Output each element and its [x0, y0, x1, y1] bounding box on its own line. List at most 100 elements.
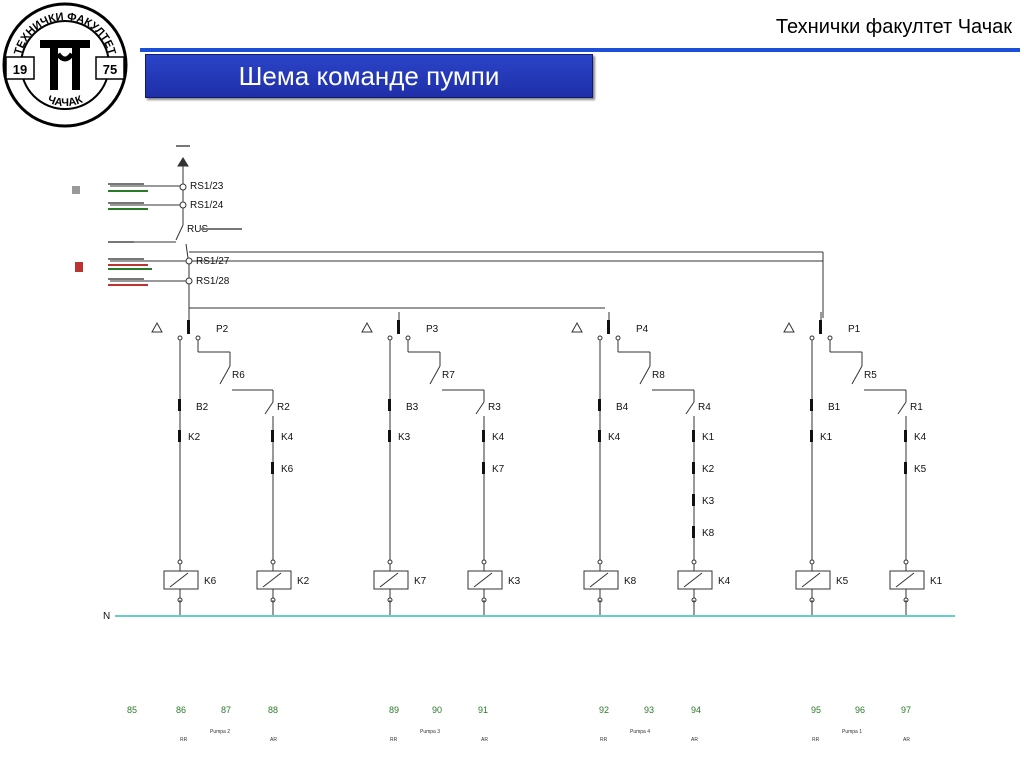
coil	[467, 570, 503, 590]
right-relay-label: R1	[910, 402, 923, 413]
contact-label: K2	[702, 464, 715, 475]
terminal-rs1-23: RS1/23	[190, 181, 224, 192]
relay-contact	[819, 320, 822, 334]
row-number: 88	[268, 705, 278, 715]
aux-label: B1	[828, 402, 841, 413]
contact-label: K2	[188, 432, 201, 443]
changeover-contact	[851, 365, 863, 385]
aux-label: B4	[616, 402, 629, 413]
coil-label: K5	[836, 576, 849, 587]
contact	[271, 462, 274, 474]
relay-contact	[187, 320, 190, 334]
changeover-label: R8	[652, 370, 665, 381]
contact-label: K6	[281, 464, 294, 475]
contact	[692, 430, 695, 442]
coil	[677, 570, 713, 590]
relay-label: P4	[636, 324, 649, 335]
row-number: 86	[176, 705, 186, 715]
coil-label: K8	[624, 576, 637, 587]
contact	[810, 430, 813, 442]
right-relay-label: R2	[277, 402, 290, 413]
coil	[163, 570, 199, 590]
contact	[598, 430, 601, 442]
logo-year-right: 75	[103, 62, 117, 77]
coil-mark	[262, 572, 282, 588]
contact-label: K7	[492, 464, 505, 475]
aux-label: B3	[406, 402, 419, 413]
changeover-label: R5	[864, 370, 877, 381]
coil-mark	[589, 572, 609, 588]
terminal-dot	[195, 335, 201, 341]
terminal-rus: RUS	[187, 224, 208, 235]
aux-contact	[178, 399, 181, 411]
changeover-label: R6	[232, 370, 245, 381]
terminal-dot	[597, 559, 603, 565]
row-number: 95	[811, 705, 821, 715]
mode-right-label: AR	[691, 737, 698, 743]
row-number: 87	[221, 705, 231, 715]
slide-title: Шема команде пумпи	[238, 61, 500, 91]
aux-contact	[810, 399, 813, 411]
terminal-dot	[387, 335, 393, 341]
coil-mark	[895, 572, 915, 588]
contact	[692, 462, 695, 474]
mode-left-label: RR	[812, 737, 820, 743]
logo-ring-bottom: ЧАЧАК	[46, 94, 85, 110]
coil-mark	[169, 572, 189, 588]
changeover-contact	[429, 365, 441, 385]
row-number: 91	[478, 705, 488, 715]
terminal-dot	[903, 559, 909, 565]
right-relay-label: R4	[698, 402, 711, 413]
contact	[388, 430, 391, 442]
coil-mark	[683, 572, 703, 588]
warning-icon	[361, 321, 373, 333]
coil-label: K4	[718, 576, 731, 587]
contact-label: K4	[914, 432, 927, 443]
small-annotations	[72, 145, 242, 286]
relay-label: P1	[848, 324, 861, 335]
contact	[482, 430, 485, 442]
terminal-dot	[177, 559, 183, 565]
terminal-dot	[481, 559, 487, 565]
terminal-dot	[177, 335, 183, 341]
coil-label: K1	[930, 576, 943, 587]
right-relay-contact	[897, 401, 907, 415]
relay-contact	[607, 320, 610, 334]
mode-right-label: AR	[481, 737, 488, 743]
slide-title-box: Шема команде пумпи	[145, 54, 593, 98]
terminal-dot	[615, 335, 621, 341]
contact-label: K3	[702, 496, 715, 507]
coil-label: K3	[508, 576, 521, 587]
row-number: 93	[644, 705, 654, 715]
contact-label: K8	[702, 528, 715, 539]
neutral-label: N	[103, 611, 110, 622]
terminal-dot	[387, 559, 393, 565]
changeover-label: R7	[442, 370, 455, 381]
row-number: 92	[599, 705, 609, 715]
contact	[178, 430, 181, 442]
contact-label: K5	[914, 464, 927, 475]
coil-label: K2	[297, 576, 310, 587]
relay-label: P2	[216, 324, 229, 335]
warning-icon	[783, 321, 795, 333]
row-number: 85	[127, 705, 137, 715]
right-relay-contact	[685, 401, 695, 415]
pump-caption: Pumpa 4	[630, 729, 650, 735]
coil	[373, 570, 409, 590]
contact	[482, 462, 485, 474]
pump-caption: Pumpa 2	[210, 729, 230, 735]
coil-label: K6	[204, 576, 217, 587]
aux-label: B2	[196, 402, 209, 413]
terminal-dot	[597, 335, 603, 341]
row-number: 89	[389, 705, 399, 715]
changeover-contact	[639, 365, 651, 385]
coil-mark	[801, 572, 821, 588]
aux-contact	[598, 399, 601, 411]
warning-icon	[151, 321, 163, 333]
terminal-rs1-24: RS1/24	[190, 200, 224, 211]
coil	[889, 570, 925, 590]
relay-contact	[397, 320, 400, 334]
row-number: 94	[691, 705, 701, 715]
svg-text:ЧАЧАК: ЧАЧАК	[46, 94, 85, 110]
